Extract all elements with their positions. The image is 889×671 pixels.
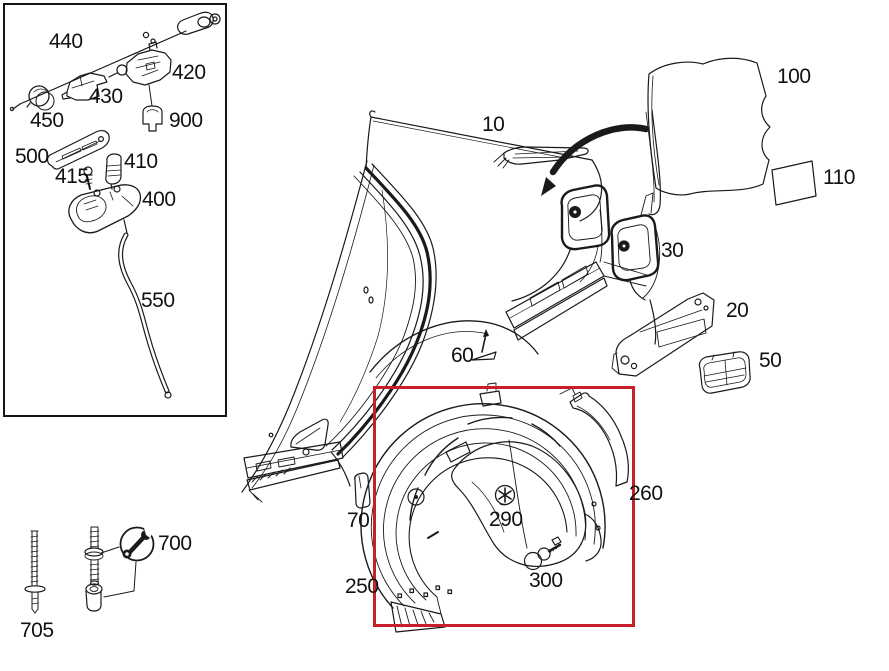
callout-500: 500 (15, 145, 49, 168)
grommet-nut-290-drawing (496, 486, 515, 505)
lock-cylinder-410-drawing (106, 154, 121, 189)
callout-550: 550 (141, 289, 175, 312)
highlight-box (373, 386, 635, 627)
callout-415: 415 (55, 165, 89, 188)
pad-110-drawing (772, 161, 816, 205)
wrench-icon (121, 528, 154, 561)
callout-260: 260 (629, 482, 663, 505)
callout-20: 20 (726, 299, 749, 322)
vent-hose-550-drawing (121, 235, 171, 398)
fuel-filler-parts-box (3, 3, 227, 417)
callout-450: 450 (30, 109, 64, 132)
curved-arrow-icon (541, 127, 646, 196)
callout-420: 420 (172, 61, 206, 84)
expansion-rivet-300-drawing (525, 537, 562, 570)
callout-430: 430 (89, 85, 123, 108)
callout-100: 100 (777, 65, 811, 88)
callout-300: 300 (529, 569, 563, 592)
callout-50: 50 (759, 349, 782, 372)
callout-10: 10 (482, 113, 505, 136)
callout-70: 70 (347, 509, 370, 532)
stud-bolt-700-drawing (85, 527, 136, 611)
grommet-450-drawing (27, 86, 54, 110)
callout-30: 30 (661, 239, 684, 262)
filler-recess-panel-30-drawing (612, 193, 660, 344)
callout-440: 440 (49, 30, 83, 53)
callout-60: 60 (451, 344, 474, 367)
callout-900: 900 (169, 109, 203, 132)
vent-grille-50-drawing (699, 352, 750, 393)
callout-705: 705 (20, 619, 54, 642)
callout-290: 290 (489, 508, 523, 531)
callout-410: 410 (124, 150, 158, 173)
callout-700: 700 (158, 532, 192, 555)
callout-250: 250 (345, 575, 379, 598)
callout-400: 400 (142, 188, 176, 211)
tail-bracket-20-drawing (612, 293, 714, 376)
lock-actuator-420-drawing (109, 39, 171, 106)
mount-plate-500-drawing (48, 131, 110, 169)
filler-flap-housing-400-drawing (69, 185, 141, 233)
bracket-430-drawing (62, 73, 107, 100)
screw-415-drawing (84, 167, 92, 189)
sound-pad-100-drawing (648, 58, 770, 195)
rivet-705-drawing (25, 531, 45, 613)
callout-110: 110 (823, 166, 855, 189)
connector-900-drawing (143, 106, 162, 131)
quarter-panel-body-drawing (242, 110, 660, 508)
